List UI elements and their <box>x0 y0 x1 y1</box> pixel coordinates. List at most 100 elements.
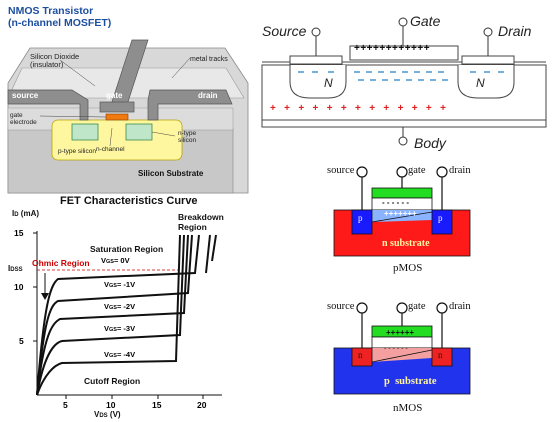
pmos-source-label: source <box>327 165 355 176</box>
fet-curve-title: FET Characteristics Curve <box>60 195 198 207</box>
nmos-n-left <box>351 347 373 367</box>
curve-label-0-sub: GS <box>106 259 114 265</box>
x-tick-label-10: 10 <box>106 400 116 410</box>
ntype-label-line1: n-type <box>178 130 197 137</box>
curve-label-1-sub: GS <box>109 283 117 289</box>
n-type-region-left <box>71 123 99 141</box>
gate-base <box>99 101 135 113</box>
y-axis-label-main: I <box>12 209 15 218</box>
ntype-label: n-type silicon <box>178 130 196 144</box>
substrate-label: Silicon Substrate <box>138 169 204 178</box>
nmos-3d-title-line1: NMOS Transistor <box>8 5 94 17</box>
nmos-source-label: source <box>327 301 355 312</box>
substrate-label-bg <box>132 168 212 180</box>
mosfet-cross-section <box>261 17 547 146</box>
curve-label-0-post: = 0V <box>113 256 130 265</box>
fet-curve-chart <box>33 231 222 399</box>
curve-label-vgs-0: VGS= 0V <box>101 256 130 265</box>
pmos-substrate-label: n substrate <box>382 238 430 249</box>
pmos-drain-terminal <box>436 166 448 178</box>
metal-tracks-label: metal tracks <box>190 56 228 63</box>
pmos-channel-charges: +++++++ <box>384 209 417 218</box>
cs-gate-label: Gate <box>410 13 441 29</box>
cutoff-region-label: Cutoff Region <box>84 376 141 386</box>
nmos-gate-charges: ++++++ <box>386 328 415 337</box>
nmos-n-left-label: n <box>358 350 363 360</box>
curve-label-3-sub: GS <box>109 327 117 333</box>
drain-terminal <box>483 27 493 37</box>
gate-terminal <box>398 17 408 27</box>
ntype-label-line2: silicon <box>178 137 197 144</box>
y-axis-label-unit: (mA) <box>18 209 40 218</box>
x-tick-label-15: 15 <box>152 400 162 410</box>
curve-label-3-post: = -3V <box>116 324 136 333</box>
y-tick-label-10: 10 <box>14 282 24 292</box>
curve-vgs-neg4 <box>36 234 181 396</box>
leader-ntype <box>151 131 176 137</box>
nmos-3d-illustration <box>7 39 249 194</box>
cs-plus-row: + + + + + + + + + + + + + <box>270 103 446 114</box>
pmos-gate-label: gate <box>408 165 426 176</box>
nmos-diagram <box>333 302 471 395</box>
cs-source-label: Source <box>262 23 307 39</box>
source-metal <box>7 89 89 121</box>
pmos-channel <box>372 210 432 222</box>
curve-label-2-post: = -2V <box>116 302 136 311</box>
n-well-right <box>457 65 515 99</box>
breakdown-label-line1: Breakdown <box>178 212 224 222</box>
cs-n-right: N <box>476 76 485 90</box>
drain-3d-label: drain <box>198 91 218 100</box>
curve-label-1-post: = -1V <box>116 280 136 289</box>
pmos-source-terminal <box>356 166 368 178</box>
breakdown-stroke-b <box>211 234 217 262</box>
leader-metal-tracks <box>171 57 191 79</box>
curve-label-3-pre: V <box>104 324 110 333</box>
ohmic-region-label: Ohmic Region <box>32 258 90 268</box>
nmos-3d-title: NMOS Transistor (n-channel MOSFET) <box>8 5 111 29</box>
breakdown-region-label: Breakdown Region <box>178 212 224 232</box>
x-axis-label-main: V <box>94 410 100 419</box>
curve-label-4-pre: V <box>104 350 110 359</box>
pmos-drain-label: drain <box>449 165 471 176</box>
curve-label-vgs-neg4: VGS= -4V <box>104 350 135 359</box>
nmos-3d-title-line2: (n-channel MOSFET) <box>8 17 112 29</box>
curve-label-2-pre: V <box>104 302 110 311</box>
drain-metal <box>147 89 233 121</box>
idss-label-sub: DSS <box>10 267 23 273</box>
n-type-region-right <box>125 123 153 141</box>
pmos-diagram <box>333 166 471 257</box>
cs-drain-label: Drain <box>498 23 532 39</box>
oxide-label-line2: (insulator) <box>30 60 64 69</box>
curve-label-4-post: = -4V <box>116 350 136 359</box>
leader-nchannel <box>109 127 113 147</box>
pmos-gate-charges: - - - - - - <box>382 198 410 207</box>
oxide-label: Silicon Dioxide (insulator) <box>30 53 79 69</box>
pmos-gate-terminal <box>396 166 408 178</box>
nmos-drain-label: drain <box>449 301 471 312</box>
y-axis-label-sub: D <box>14 212 19 218</box>
pmos-p-right-label: p <box>438 213 443 223</box>
gate-electrode-label-line1: gate <box>10 112 23 119</box>
x-tick-label-5: 5 <box>63 400 68 410</box>
x-axis-label-unit: (V) <box>107 410 121 419</box>
oxide-label-line1: Silicon Dioxide <box>30 52 80 61</box>
idss-label-main: I <box>8 264 11 273</box>
nmos-channel-edge <box>371 349 433 363</box>
ohmic-arrow-head <box>41 293 49 300</box>
nmos-channel-charges: - - - - - - <box>384 345 408 352</box>
gate-plate <box>349 45 459 61</box>
curve-label-4-sub: GS <box>109 353 117 359</box>
saturation-region-label: Saturation Region <box>90 244 164 254</box>
gate-electrode-label: gate electrode <box>10 112 37 126</box>
breakdown-label-line2: Region <box>178 222 207 232</box>
source-contact <box>289 55 343 65</box>
source-terminal <box>311 27 321 37</box>
cs-gate-charges: ++++++++++++ <box>354 43 431 54</box>
nmos-substrate-label: p substrate <box>384 376 437 387</box>
y-axis-label: ID (mA) <box>12 209 39 218</box>
x-axis-label-sub: DS <box>99 413 108 419</box>
y-tick-label-5: 5 <box>19 336 24 346</box>
gate-electrode-label-line2: electrode <box>10 119 37 126</box>
nmos-drain-terminal <box>436 302 448 314</box>
body-contact <box>261 119 547 128</box>
